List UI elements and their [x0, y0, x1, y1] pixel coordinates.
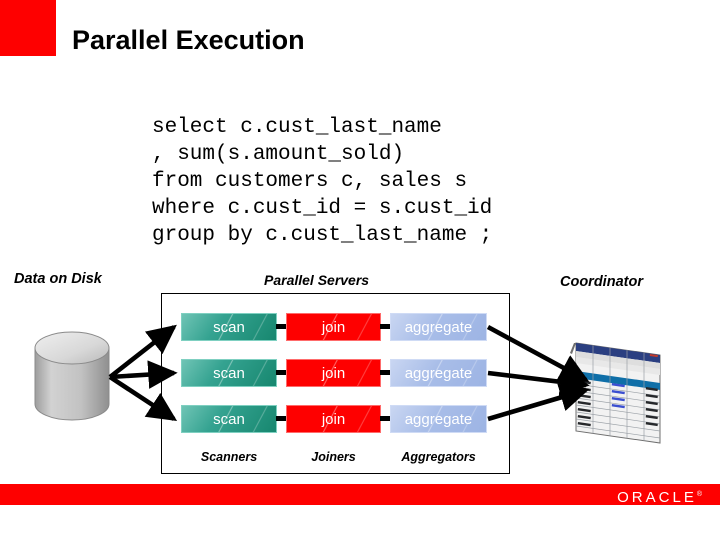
- stage-box-join-3[interactable]: join: [286, 405, 381, 433]
- connector-scan-join-2: [276, 370, 287, 375]
- connector-join-aggregate-1: [380, 324, 391, 329]
- connector-join-aggregate-3: [380, 416, 391, 421]
- footer-band: [0, 484, 720, 505]
- stage-box-scan-3[interactable]: scan: [181, 405, 277, 433]
- oracle-wordmark: ORACLE: [617, 489, 697, 506]
- stage-box-aggregate-1[interactable]: aggregate: [390, 313, 487, 341]
- column-label-joiners: Joiners: [311, 450, 356, 464]
- stage-label: scan: [213, 365, 245, 382]
- column-label-aggregators: Aggregators: [401, 450, 476, 464]
- connector-scan-join-1: [276, 324, 287, 329]
- caption-data-on-disk: Data on Disk: [14, 271, 102, 287]
- oracle-logo: ORACLE®: [617, 485, 702, 506]
- stage-label: aggregate: [404, 319, 473, 336]
- stage-label: join: [321, 411, 346, 428]
- stage-box-aggregate-3[interactable]: aggregate: [390, 405, 487, 433]
- caption-coordinator: Coordinator: [560, 274, 643, 290]
- caption-parallel-servers: Parallel Servers: [264, 272, 370, 288]
- disk-cylinder-icon: [34, 331, 110, 421]
- connector-scan-join-3: [276, 416, 287, 421]
- sql-code-block: select c.cust_last_name , sum(s.amount_s…: [152, 116, 493, 247]
- stage-label: aggregate: [404, 411, 473, 428]
- stage-box-aggregate-2[interactable]: aggregate: [390, 359, 487, 387]
- stage-label: join: [321, 319, 346, 336]
- stage-label: join: [321, 365, 346, 382]
- connector-join-aggregate-2: [380, 370, 391, 375]
- page-title: Parallel Execution: [72, 25, 305, 55]
- column-label-scanners: Scanners: [200, 450, 258, 464]
- registered-mark: ®: [696, 491, 702, 498]
- stage-box-join-2[interactable]: join: [286, 359, 381, 387]
- red-corner-block: [0, 0, 56, 56]
- stage-label: scan: [213, 411, 245, 428]
- stage-box-join-1[interactable]: join: [286, 313, 381, 341]
- stage-box-scan-2[interactable]: scan: [181, 359, 277, 387]
- stage-label: aggregate: [404, 365, 473, 382]
- coordinator-spreadsheet-icon: [570, 342, 661, 444]
- stage-box-scan-1[interactable]: scan: [181, 313, 277, 341]
- stage-label: scan: [213, 319, 245, 336]
